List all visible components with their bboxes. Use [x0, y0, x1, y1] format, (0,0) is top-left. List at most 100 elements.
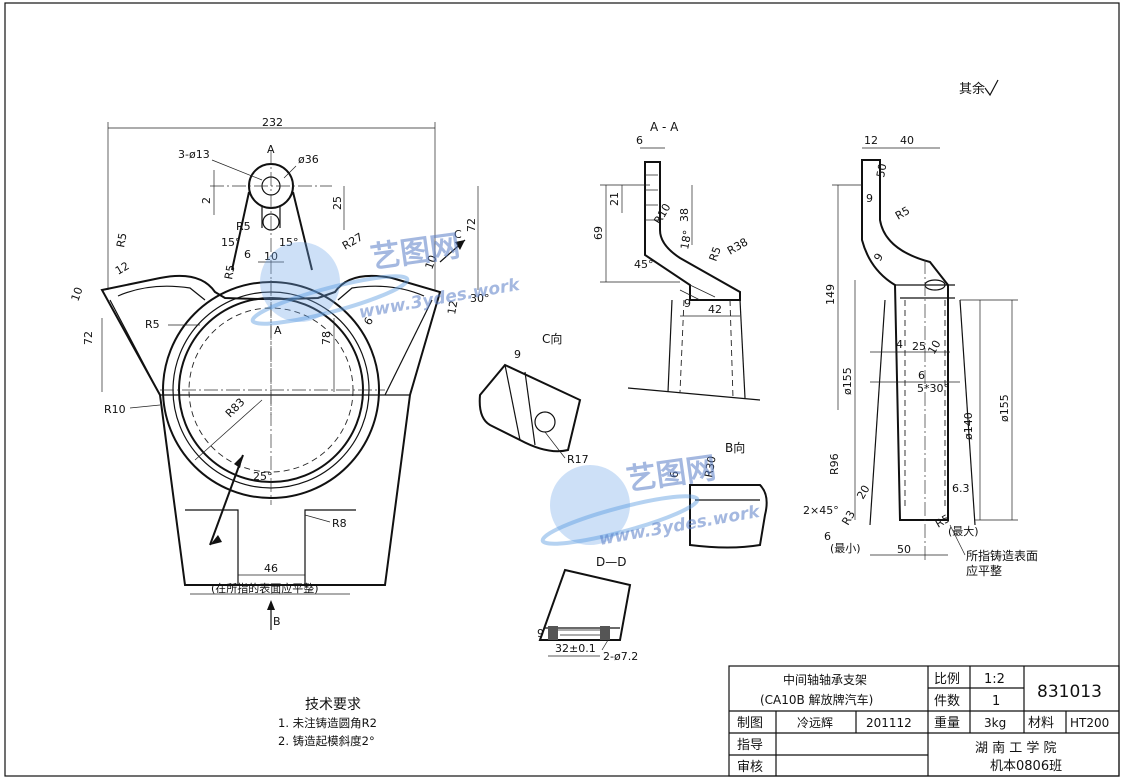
tb-drawn-by: 冷远辉	[797, 716, 833, 730]
section-aa: A - A 6 21 69 38 R10 18° R5 R38 45° 9 42	[592, 120, 761, 401]
side-dim-6b: 6	[824, 530, 831, 543]
side-dim-9b: 9	[871, 251, 886, 264]
tb-drawn-date: 201112	[866, 716, 912, 730]
aa-dim-18deg: 18°	[678, 229, 694, 250]
tb-qty-value: 1	[992, 694, 1000, 709]
tb-scale-value: 1:2	[984, 672, 1005, 687]
dd-dim-hole: 2-ø7.2	[603, 650, 638, 663]
watermark-url-1: www.3ydes.work	[357, 275, 522, 323]
label-view-c: C向	[542, 331, 562, 346]
side-dim-50: 50	[874, 162, 889, 178]
label-b-arrow: B	[273, 615, 281, 628]
label-25deg: 25°	[253, 470, 273, 483]
view-c: C向 9 R17	[478, 331, 589, 466]
side-dim-d140: ø140	[962, 412, 975, 440]
tb-qty-label: 件数	[934, 694, 960, 709]
side-dim-d155-right: ø155	[998, 394, 1011, 422]
label-r5-2: R5	[114, 232, 129, 249]
aa-dim-38: 38	[678, 208, 691, 222]
tb-material-label: 材料	[1028, 716, 1054, 731]
side-dim-r96: R96	[828, 453, 841, 475]
side-dim-2x45: 2×45°	[803, 504, 839, 517]
roughness-note: 其余	[959, 79, 999, 97]
section-dd: D—D 9 32±0.1 2-ø7.2	[537, 555, 638, 663]
watermark-brand-2: 艺图网	[624, 451, 718, 498]
dim-2: 2	[200, 197, 213, 204]
aa-dim-45deg: 45°	[634, 258, 654, 271]
label-r10: R10	[104, 403, 126, 416]
roughness-check-icon	[984, 79, 999, 97]
label-6: 6	[244, 248, 251, 261]
label-15deg-left: 15°	[221, 236, 241, 249]
aa-dim-21: 21	[608, 192, 621, 206]
label-a-top: A	[267, 143, 275, 156]
label-30deg: 30°	[470, 292, 490, 305]
side-dim-4: 4	[896, 338, 903, 351]
side-dim-9: 9	[866, 192, 873, 205]
label-10: 10	[264, 250, 278, 263]
label-section-aa: A - A	[650, 120, 679, 134]
label-r5-3: R5	[145, 318, 160, 331]
label-r5-4: R5	[222, 264, 237, 281]
tech-item-1: 1. 未注铸造圆角R2	[278, 716, 377, 730]
side-dim-149: 149	[824, 284, 837, 305]
side-label-max: (最大)	[948, 524, 979, 538]
tb-part-name: 中间轴轴承支架	[783, 672, 867, 687]
label-view-b: B向	[725, 440, 745, 455]
tb-part-model: (CA10B 解放牌汽车)	[760, 692, 873, 707]
label-a-center: A	[274, 324, 282, 337]
dim-72-left: 72	[82, 331, 95, 345]
tech-requirements: 技术要求 1. 未注铸造圆角R2 2. 铸造起模斜度2°	[278, 697, 377, 748]
c-dim-r17: R17	[567, 453, 589, 466]
side-dim-r5: R5	[893, 204, 912, 223]
label-section-dd: D—D	[596, 555, 626, 569]
note-cast-surface-1: 所指铸造表面	[966, 548, 1038, 563]
tb-weight-label: 重量	[934, 715, 960, 731]
side-dim-5x30: 5*30°	[917, 382, 949, 395]
dim-78: 78	[320, 331, 333, 345]
dim-72-right: 72	[465, 218, 478, 232]
watermark-1: 艺图网 www.3ydes.work	[250, 229, 523, 326]
label-r27: R27	[340, 231, 365, 253]
tb-class: 机本0806班	[990, 759, 1062, 774]
label-10-right: 10	[423, 253, 440, 271]
aa-dim-42: 42	[708, 303, 722, 316]
roughness-text: 其余	[959, 81, 985, 97]
b-dim-6: 6	[668, 471, 681, 478]
side-dim-20: 20	[854, 483, 872, 502]
label-d36: ø36	[298, 153, 319, 166]
dd-dim-32: 32±0.1	[555, 642, 596, 655]
label-12-right: 12	[445, 299, 460, 315]
sheet-border	[4, 2, 1120, 777]
label-c-arrow: C	[454, 228, 462, 241]
side-dim-50b: 50	[897, 543, 911, 556]
aa-dim-69: 69	[592, 226, 605, 240]
tech-title: 技术要求	[305, 697, 361, 713]
b-dim-r30: R30	[702, 455, 719, 479]
side-dim-r3: R3	[839, 508, 858, 527]
side-dim-6-3: 6.3	[952, 482, 970, 495]
tb-review-label: 审核	[737, 760, 763, 775]
label-r8: R8	[332, 517, 347, 530]
aa-dim-9: 9	[684, 297, 691, 310]
aa-dim-r38: R38	[725, 236, 750, 258]
label-12-left: 12	[113, 259, 132, 277]
dim-46: 46	[264, 562, 278, 575]
tb-scale-label: 比例	[934, 672, 960, 687]
side-dim-6: 6	[918, 369, 925, 382]
tb-drawing-no: 831013	[1037, 682, 1102, 702]
aa-dim-r5: R5	[707, 245, 724, 263]
side-dim-r5b: R5	[933, 512, 952, 531]
tb-material-value: HT200	[1070, 716, 1109, 730]
label-r5-1: R5	[236, 220, 251, 233]
side-dim-12: 12	[864, 134, 878, 147]
view-b: B向 6 R30	[668, 440, 768, 549]
tb-school: 湖 南 工 学 院	[975, 740, 1057, 756]
label-15deg-right: 15°	[279, 236, 299, 249]
aa-dim-6: 6	[636, 134, 643, 147]
dim-25: 25	[331, 196, 344, 210]
title-block: 中间轴轴承支架 (CA10B 解放牌汽车) 比例 1:2 件数 1 831013…	[728, 665, 1120, 777]
note-flat-surface: (在所指的表面应平整)	[211, 581, 319, 595]
side-dim-d155-left: ø155	[841, 367, 854, 395]
